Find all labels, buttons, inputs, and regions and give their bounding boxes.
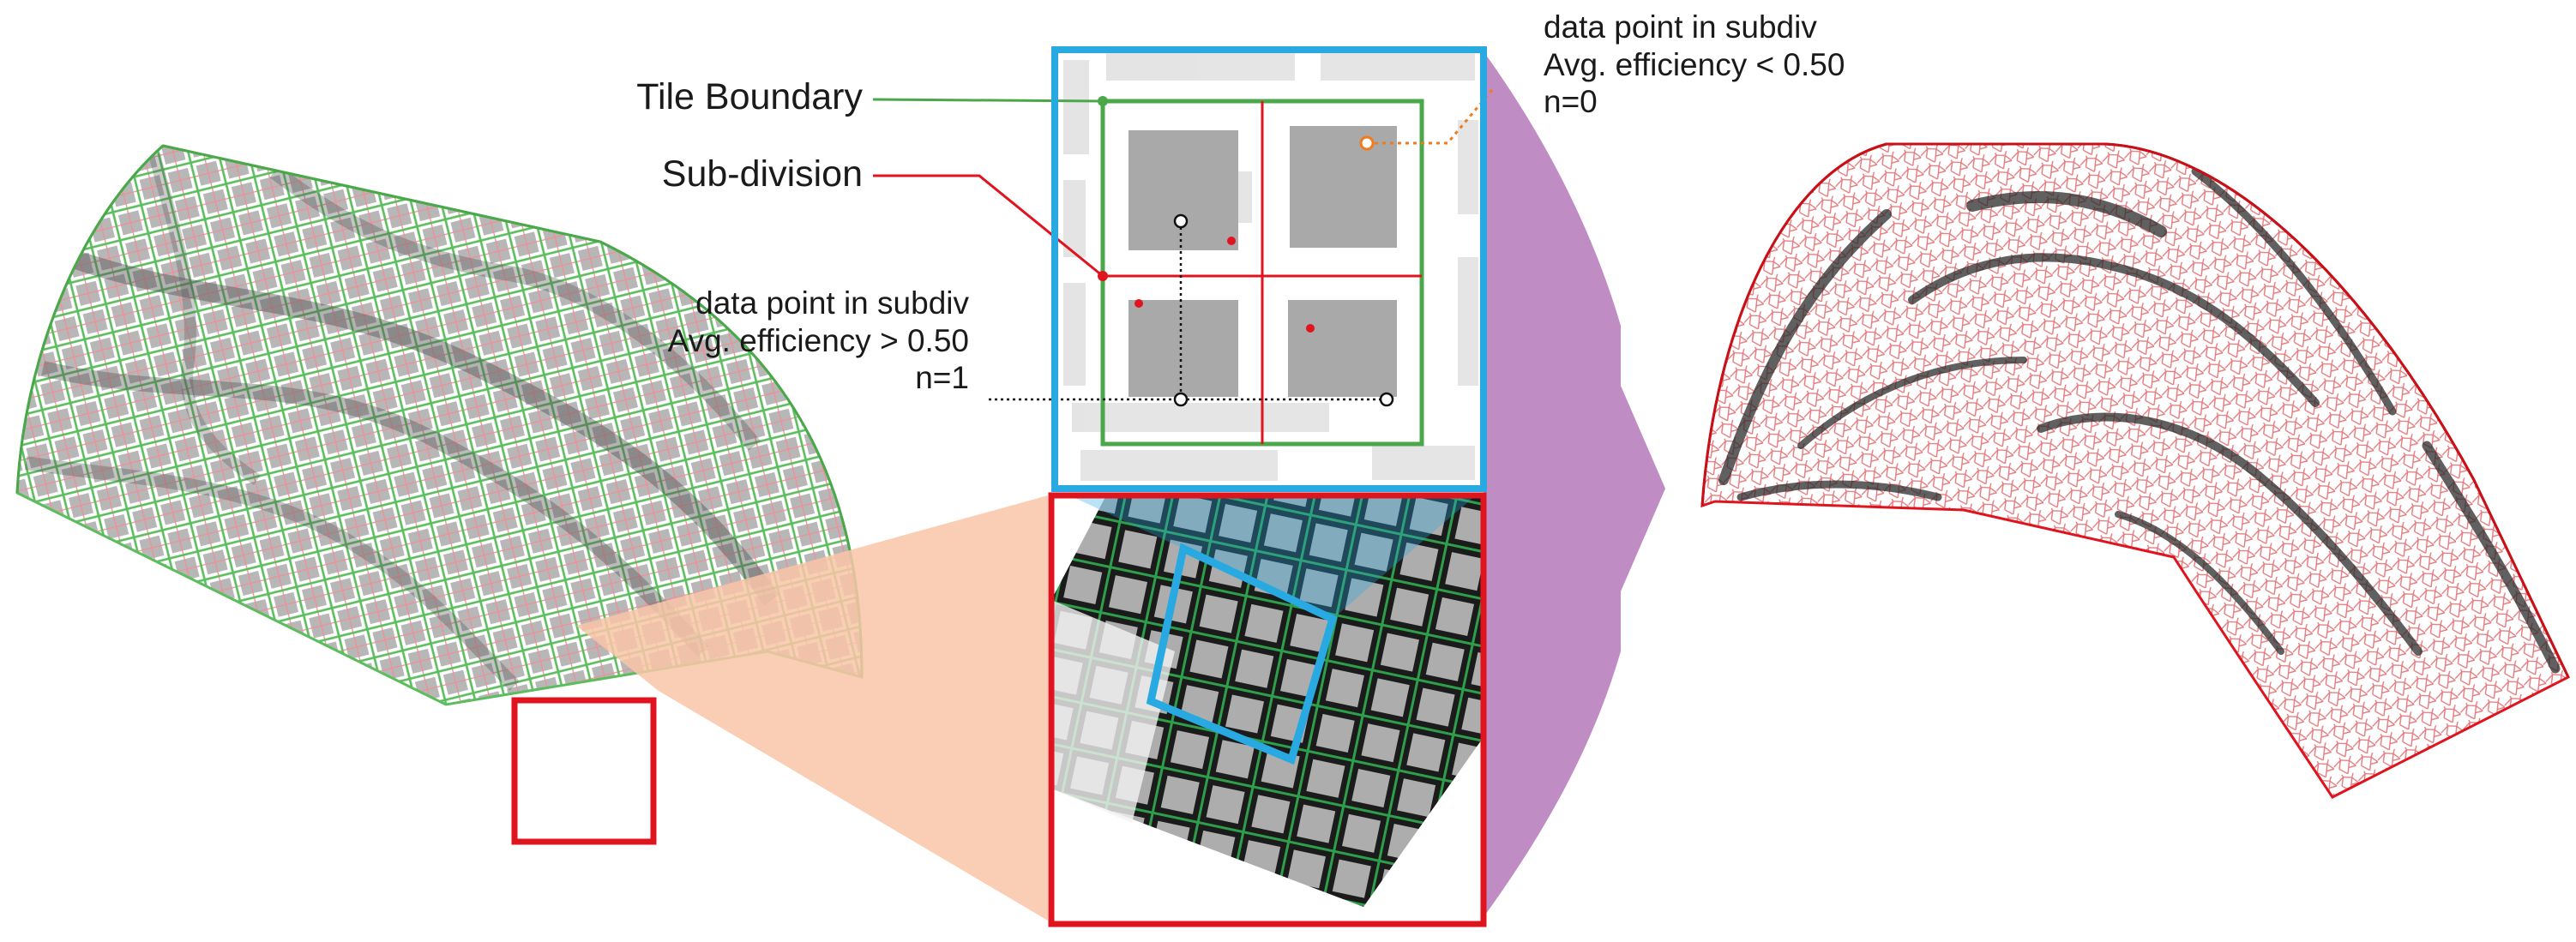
n0-marker-subdiv (1359, 135, 1375, 151)
zoom-tile-surface (1051, 495, 1484, 907)
high-point-line2: Avg. efficiency > 0.50 (667, 322, 969, 358)
right-vault-surface (1700, 142, 2570, 799)
n0-leader-line (1367, 89, 1494, 145)
right-vault-bands (1718, 167, 2561, 674)
n1-marker-subdiv (1173, 392, 1189, 407)
detail-selection-frame (1146, 543, 1338, 765)
zoom-frame (1048, 492, 1487, 927)
zoom-tile-surface-light (1051, 600, 1175, 823)
sub-tile-bottom-right (1288, 300, 1397, 397)
detail-background-tiles (1063, 51, 1478, 481)
left-vault-stripes (24, 153, 779, 691)
left-vault-surface (15, 144, 864, 706)
sub-tile-top-left (1129, 130, 1238, 250)
detail-inset (872, 46, 1494, 492)
tile-boundary-leader (872, 98, 1104, 103)
detail-projection-cone (1069, 495, 1476, 619)
zoom-wedge (576, 495, 1048, 921)
zoom-inset (1048, 492, 1487, 927)
low-efficiency-annotation: data point in subdiv Avg. efficiency < 0… (1544, 9, 1845, 121)
n1-marker-subdiv (1173, 213, 1189, 229)
data-point-red (1227, 237, 1236, 245)
low-point-line1: data point in subdiv (1544, 9, 1817, 45)
high-point-line3: n=1 (915, 360, 969, 396)
tile-boundary-anchor (1098, 96, 1108, 106)
tile-boundary-label: Tile Boundary (636, 76, 863, 117)
low-point-line2: Avg. efficiency < 0.50 (1544, 46, 1845, 82)
sub-division-anchor (1098, 271, 1108, 281)
sub-division-leader (873, 174, 1104, 278)
sub-tile-bottom-left (1129, 300, 1238, 397)
transform-arrow-icon (1484, 51, 1665, 917)
sub-division-label: Sub-division (661, 153, 863, 195)
high-efficiency-annotation: data point in subdiv Avg. efficiency > 0… (668, 285, 969, 397)
detail-frame (1051, 46, 1487, 492)
data-point-red (1135, 299, 1143, 308)
data-point-red (1306, 324, 1315, 333)
zoom-source-frame (511, 697, 657, 845)
n1-marker-subdiv (1379, 392, 1394, 407)
low-point-line3: n=0 (1544, 84, 1598, 120)
high-point-line1: data point in subdiv (695, 285, 969, 321)
sub-tile-top-right (1290, 126, 1397, 248)
